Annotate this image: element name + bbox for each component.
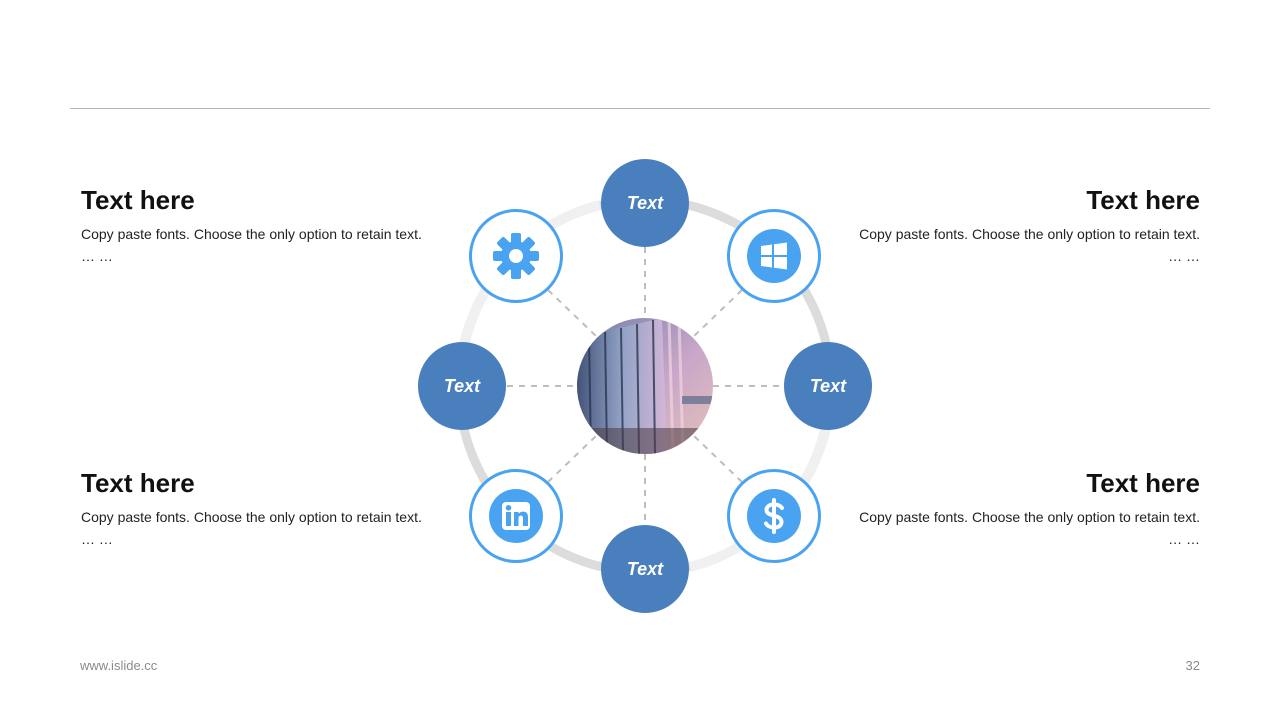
spoke-top-left [547, 289, 598, 338]
spoke-bottom-left [547, 434, 598, 483]
block-title: Text here [1086, 468, 1200, 498]
gear-icon [493, 233, 539, 279]
spoke-top-right [692, 289, 743, 338]
block-body-text: Copy paste fonts. Choose the only option… [81, 509, 422, 525]
block-ellipsis: … … [81, 531, 113, 547]
icon-node-top-left[interactable] [469, 209, 563, 303]
block-title: Text here [81, 185, 195, 215]
node-left[interactable]: Text [418, 342, 506, 430]
building-image [577, 318, 713, 454]
text-block-bottom-left: Text here Copy paste fonts. Choose the o… [81, 468, 441, 550]
icon-node-top-right[interactable] [727, 209, 821, 303]
block-ellipsis: … … [1168, 248, 1200, 264]
footer-website: www.islide.cc [80, 658, 158, 673]
block-body-text: Copy paste fonts. Choose the only option… [859, 509, 1200, 525]
icon-node-bottom-right[interactable] [727, 469, 821, 563]
icon-badge [747, 489, 801, 543]
dollar-icon [764, 498, 784, 534]
spoke-bottom-right [692, 434, 743, 483]
icon-node-bottom-left[interactable] [469, 469, 563, 563]
text-block-top-left: Text here Copy paste fonts. Choose the o… [81, 185, 441, 267]
node-label: Text [626, 192, 664, 213]
block-body: Copy paste fonts. Choose the only option… [840, 223, 1200, 267]
text-block-bottom-right: Text here Copy paste fonts. Choose the o… [840, 468, 1200, 550]
block-body: Copy paste fonts. Choose the only option… [840, 506, 1200, 550]
block-ellipsis: … … [81, 248, 113, 264]
node-right[interactable]: Text [784, 342, 872, 430]
block-body-text: Copy paste fonts. Choose the only option… [81, 226, 422, 242]
node-label: Text [809, 375, 847, 396]
page-number: 32 [1185, 658, 1200, 673]
block-body: Copy paste fonts. Choose the only option… [81, 506, 441, 550]
icon-badge [747, 229, 801, 283]
block-body: Copy paste fonts. Choose the only option… [81, 223, 441, 267]
block-body-text: Copy paste fonts. Choose the only option… [859, 226, 1200, 242]
header-divider [70, 108, 1210, 109]
icon-badge [489, 489, 543, 543]
windows-icon [761, 242, 787, 270]
node-label: Text [443, 375, 481, 396]
node-top[interactable]: Text [601, 159, 689, 247]
node-label: Text [626, 558, 664, 579]
node-bottom[interactable]: Text [601, 525, 689, 613]
center-photo [577, 318, 713, 454]
linkedin-icon [502, 502, 530, 530]
block-title: Text here [81, 468, 195, 498]
text-block-top-right: Text here Copy paste fonts. Choose the o… [840, 185, 1200, 267]
block-ellipsis: … … [1168, 531, 1200, 547]
block-title: Text here [1086, 185, 1200, 215]
